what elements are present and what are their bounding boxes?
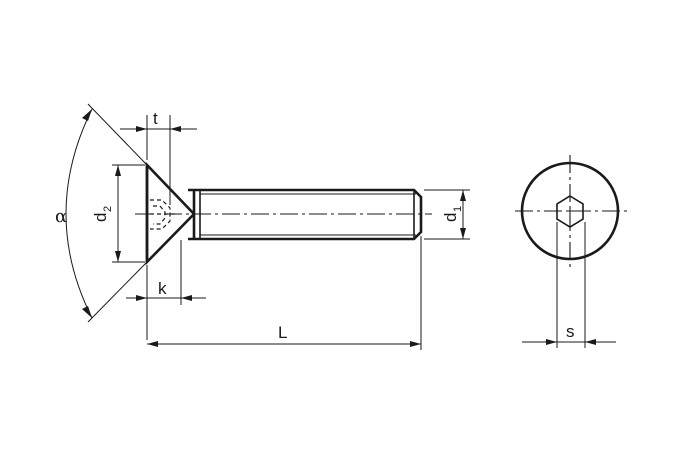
dimension-alpha: α [55, 103, 148, 323]
label-alpha: α [55, 206, 67, 227]
screw-end-view [515, 155, 628, 268]
label-d1-subscript: 1 [452, 206, 464, 212]
dimension-L: L [147, 236, 422, 350]
label-d2-subscript: 2 [102, 206, 114, 212]
label-k: k [158, 279, 167, 298]
label-d1: d [441, 213, 460, 222]
dimension-k: k [126, 240, 206, 340]
label-d2: d [91, 213, 110, 222]
label-L: L [278, 323, 287, 342]
label-t: t [153, 109, 158, 128]
dimension-s: s [522, 222, 616, 348]
dimension-t: t [120, 109, 197, 205]
dimension-d1: d 1 [424, 189, 470, 240]
screw-side-view [135, 161, 432, 266]
dimension-d2: d 2 [91, 164, 145, 263]
label-s: s [566, 322, 575, 341]
